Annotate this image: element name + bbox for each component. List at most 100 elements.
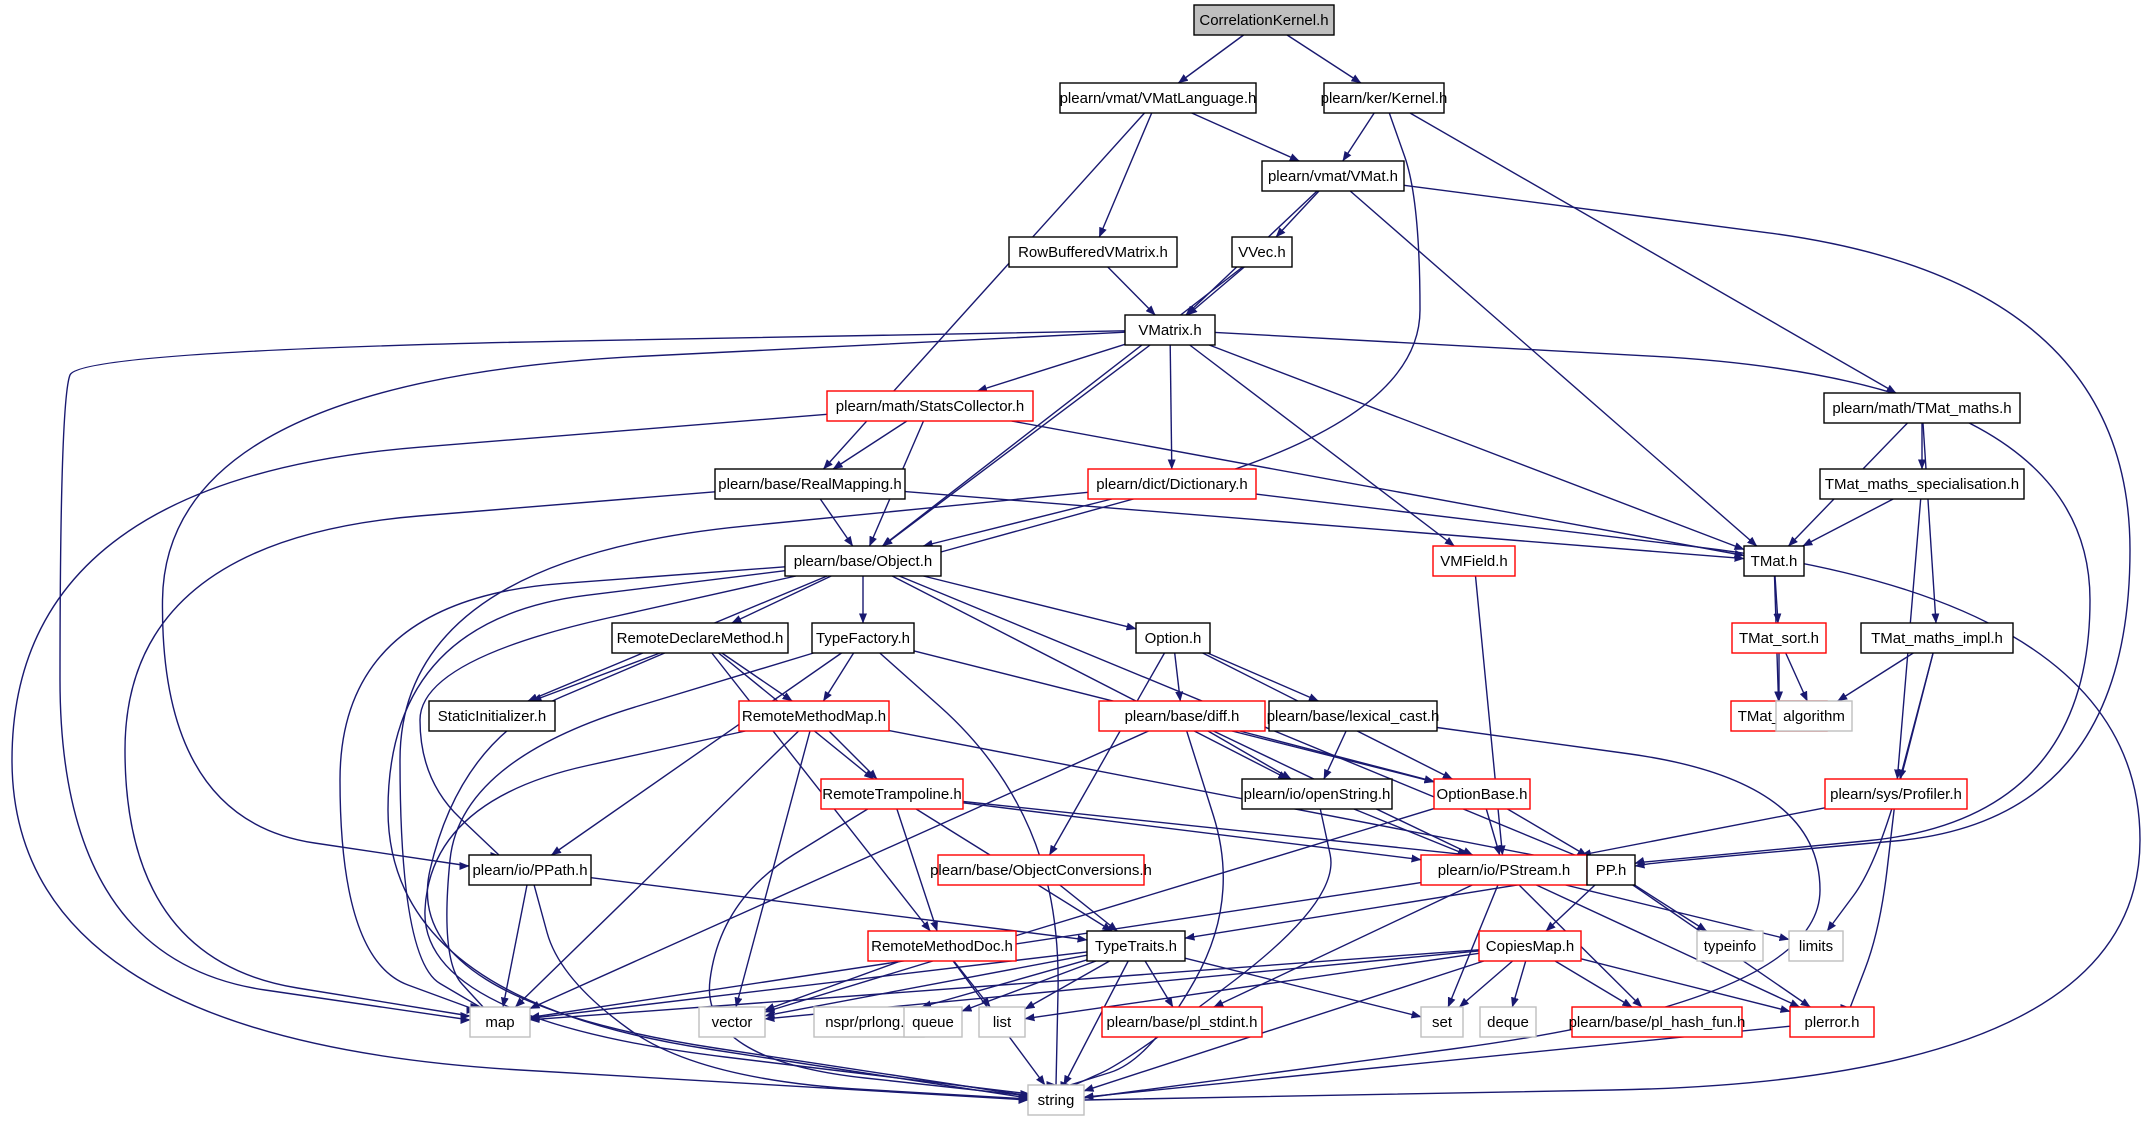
node-TMat_maths_spec[interactable]: TMat_maths_specialisation.h [1819,468,2025,500]
edge-RemoteDeclareMethod-to-RemoteMethodMap [721,652,793,702]
node-label: RemoteMethodDoc.h [871,938,1013,955]
node-ObjectConversions[interactable]: plearn/base/ObjectConversions.h [930,854,1152,886]
node-label: plearn/math/StatsCollector.h [836,398,1024,415]
edge-VMatrix-to-Dictionary [1167,344,1176,470]
node-Object[interactable]: plearn/base/Object.h [784,545,942,577]
node-box [820,778,964,810]
edge-OptionBase-to-PStream [1485,808,1501,856]
node-box [1261,160,1405,192]
node-Kernel[interactable]: plearn/ker/Kernel.h [1321,82,1448,114]
edge-VMField-to-PStream [1474,575,1506,856]
edge-OptionBase-to-PP [1507,808,1588,857]
edge-CorrelationKernel-to-VMatLanguage [1177,34,1245,84]
edge-CopiesMap-to-pl_hash_fun [1554,960,1633,1008]
node-TMat[interactable]: TMat.h [1743,545,1805,577]
node-box [1231,236,1293,268]
edge-RealMapping-to-map [124,491,716,1019]
node-label: PP.h [1596,862,1627,879]
node-CorrelationKernel: CorrelationKernel.h [1193,4,1335,36]
node-RemoteMethodDoc[interactable]: RemoteMethodDoc.h [867,930,1017,962]
node-box [1008,236,1178,268]
node-pl_hash_fun[interactable]: plearn/base/pl_hash_fun.h [1569,1006,1746,1038]
node-TypeFactory[interactable]: TypeFactory.h [811,622,915,654]
node-label: plearn/io/openString.h [1244,786,1391,803]
node-box [826,390,1034,422]
node-string: string [1027,1084,1085,1116]
edge-ObjectConversions-to-TypeTraits [1059,884,1118,932]
edge-CopiesMap-to-list [1024,952,1480,1022]
node-label: OptionBase.h [1437,786,1528,803]
edge-Kernel-to-VMat [1342,112,1375,162]
edge-CopiesMap-to-set [1458,960,1514,1008]
edge-PStream-to-pl_stdint [1213,884,1473,1008]
edge-diff-to-map [529,730,1149,1010]
node-box [1027,1084,1085,1116]
node-openString[interactable]: plearn/io/openString.h [1241,778,1393,810]
node-box [1420,1006,1464,1038]
node-label: plearn/io/PStream.h [1438,862,1571,879]
node-VMat[interactable]: plearn/vmat/VMat.h [1261,160,1405,192]
node-TMat_maths[interactable]: plearn/math/TMat_maths.h [1823,392,2021,424]
edge-PPath-to-string [533,884,1029,1103]
edge-TypeTraits-to-pl_stdint [1144,960,1174,1008]
node-box [1586,854,1636,886]
node-label: plearn/base/lexical_cast.h [1267,708,1440,725]
node-PStream[interactable]: plearn/io/PStream.h [1420,854,1588,886]
node-diff[interactable]: plearn/base/diff.h [1098,700,1266,732]
node-label: plearn/base/RealMapping.h [718,476,901,493]
node-VVec[interactable]: VVec.h [1231,236,1293,268]
edge-Profiler-to-plerror [1849,808,1895,1009]
node-box [1241,778,1393,810]
node-RowBufferedVMatrix[interactable]: RowBufferedVMatrix.h [1008,236,1178,268]
node-VMatrix[interactable]: VMatrix.h [1124,314,1216,346]
node-RealMapping[interactable]: plearn/base/RealMapping.h [714,468,906,500]
edge-Object-to-map [339,566,786,1011]
node-box [784,545,942,577]
edge-TypeFactory-to-RemoteMethodMap [822,652,855,702]
node-TMat_sort[interactable]: TMat_sort.h [1731,622,1827,654]
edge-PStream-to-set [1447,884,1499,1008]
node-StaticInitializer[interactable]: StaticInitializer.h [428,700,556,732]
edge-CopiesMap-to-string [1083,960,1485,1092]
edge-TMat_maths_impl-to-algorithm [1837,652,1914,702]
node-RemoteDeclareMethod[interactable]: RemoteDeclareMethod.h [611,622,789,654]
node-label: plearn/base/diff.h [1125,708,1240,725]
edge-TypeFactory-to-PPath [551,652,842,856]
node-label: CorrelationKernel.h [1199,12,1328,29]
node-list: list [978,1006,1026,1038]
node-plerror[interactable]: plerror.h [1789,1006,1875,1038]
node-label: plearn/ker/Kernel.h [1321,90,1448,107]
edge-TypeTraits-to-vector [764,954,1088,1018]
node-VMatLanguage[interactable]: plearn/vmat/VMatLanguage.h [1059,82,1257,114]
node-typeinfo: typeinfo [1696,930,1764,962]
node-CopiesMap[interactable]: CopiesMap.h [1478,930,1582,962]
node-label: limits [1799,938,1833,955]
node-RemoteMethodMap[interactable]: RemoteMethodMap.h [738,700,890,732]
node-box [738,700,890,732]
node-label: map [485,1014,514,1031]
node-StatsCollector[interactable]: plearn/math/StatsCollector.h [826,390,1034,422]
node-Dictionary[interactable]: plearn/dict/Dictionary.h [1087,468,1257,500]
edge-lexical_cast-to-openString [1323,730,1347,780]
node-label: nspr/prlong.h [825,1014,913,1031]
node-PP[interactable]: PP.h [1586,854,1636,886]
node-label: plearn/vmat/VMatLanguage.h [1060,90,1257,107]
node-deque: deque [1479,1006,1537,1038]
node-TMat_maths_impl[interactable]: TMat_maths_impl.h [1860,622,2014,654]
node-lexical_cast[interactable]: plearn/base/lexical_cast.h [1267,700,1440,732]
node-VMField[interactable]: VMField.h [1432,545,1516,577]
node-OptionBase[interactable]: OptionBase.h [1433,778,1531,810]
node-box [611,622,789,654]
node-RemoteTrampoline[interactable]: RemoteTrampoline.h [820,778,964,810]
node-box [811,622,915,654]
edge-VVec-to-Object [881,266,1244,547]
edge-PStream-to-plerror [1536,884,1801,1008]
node-PPath[interactable]: plearn/io/PPath.h [468,854,592,886]
node-Profiler[interactable]: plearn/sys/Profiler.h [1824,778,1968,810]
node-Option[interactable]: Option.h [1135,622,1211,654]
node-pl_stdint[interactable]: plearn/base/pl_stdint.h [1101,1006,1263,1038]
node-TypeTraits[interactable]: TypeTraits.h [1086,930,1186,962]
node-label: VMField.h [1440,553,1508,570]
edge-VMat-to-PP [1403,184,2131,869]
edge-Dictionary-to-Object [922,498,1112,548]
